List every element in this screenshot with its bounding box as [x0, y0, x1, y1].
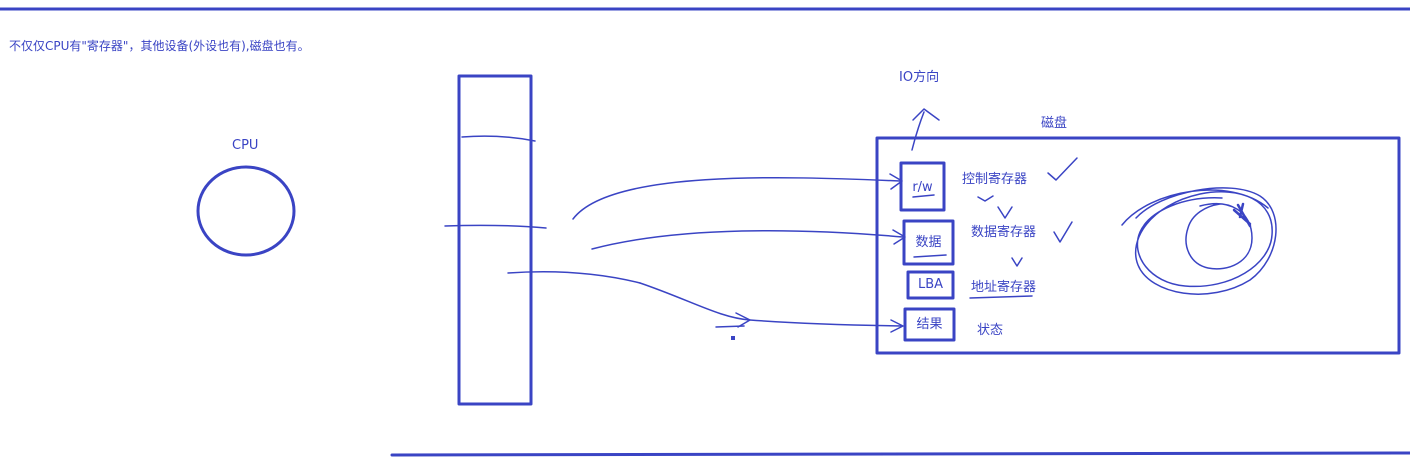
lba-port-box: [906, 270, 955, 300]
bottom-separator: [390, 451, 1410, 457]
arrow-to-result: [639, 282, 903, 327]
data-port-box: [902, 219, 955, 266]
arrow-small-tick: [715, 325, 745, 328]
status-label: 状态: [977, 323, 1004, 338]
disk-head-mark: [1232, 202, 1252, 228]
rw-underline: [912, 194, 935, 198]
address-underline: [969, 295, 1033, 299]
data-underline: [913, 254, 947, 258]
rw-port-box: [899, 161, 946, 212]
io-arrow: [911, 111, 925, 151]
disk-label: 磁盘: [1041, 116, 1068, 131]
result-port-label: 结果: [916, 317, 943, 332]
control-check: [1047, 157, 1078, 181]
data-check: [1053, 221, 1073, 243]
data-register-label: 数据寄存器: [971, 225, 1037, 240]
data-port-label: 数据: [915, 235, 942, 250]
down-tick-2: [997, 206, 1013, 219]
cpu-circle: [196, 165, 296, 257]
disk-platter-scribble: [1121, 187, 1277, 295]
io-direction-label: IO方向: [899, 70, 940, 85]
intro-note: 不仅仅CPU有"寄存器"，其他设备(外设也有),磁盘也有。: [9, 39, 310, 53]
arrow-to-rw: [572, 176, 901, 220]
arrow-to-result-head: [890, 319, 904, 333]
bus-line-2: [444, 224, 547, 229]
lba-port-label: LBA: [917, 277, 944, 292]
bus-rect: [457, 74, 533, 406]
result-port-box: [903, 307, 956, 342]
stray-dot: [731, 336, 735, 340]
cpu-label: CPU: [232, 138, 259, 153]
disk-box: [875, 136, 1401, 355]
control-register-label: 控制寄存器: [962, 172, 1028, 187]
rw-port-label: r/w: [912, 180, 933, 195]
arrow-small-head: [735, 312, 751, 328]
io-arrow-head: [912, 108, 940, 121]
down-tick-3: [1011, 257, 1023, 267]
arrow-to-data: [591, 229, 904, 250]
address-register-label: 地址寄存器: [971, 280, 1037, 295]
down-tick-1: [977, 195, 994, 202]
bus-line-1: [461, 135, 536, 142]
bus-line-3: [507, 271, 641, 284]
